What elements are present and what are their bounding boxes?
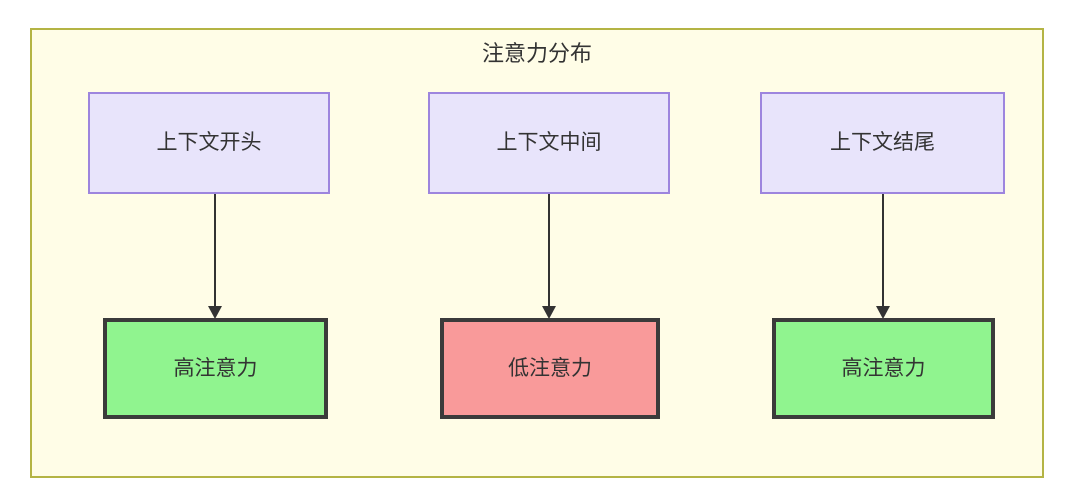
node-attention-start[interactable]: 高注意力 xyxy=(103,318,328,419)
node-context-end-label: 上下文结尾 xyxy=(830,131,935,155)
node-attention-start-label: 高注意力 xyxy=(173,356,258,380)
node-attention-end[interactable]: 高注意力 xyxy=(772,318,995,419)
node-attention-end-label: 高注意力 xyxy=(841,356,926,380)
node-attention-middle-label: 低注意力 xyxy=(508,356,592,380)
node-context-start[interactable]: 上下文开头 xyxy=(88,92,330,194)
subgraph-title: 注意力分布 xyxy=(481,41,592,66)
node-context-start-label: 上下文开头 xyxy=(156,131,262,155)
node-context-end[interactable]: 上下文结尾 xyxy=(760,92,1005,194)
node-attention-middle[interactable]: 低注意力 xyxy=(440,318,660,419)
node-context-middle[interactable]: 上下文中间 xyxy=(428,92,670,194)
node-context-middle-label: 上下文中间 xyxy=(496,131,602,155)
